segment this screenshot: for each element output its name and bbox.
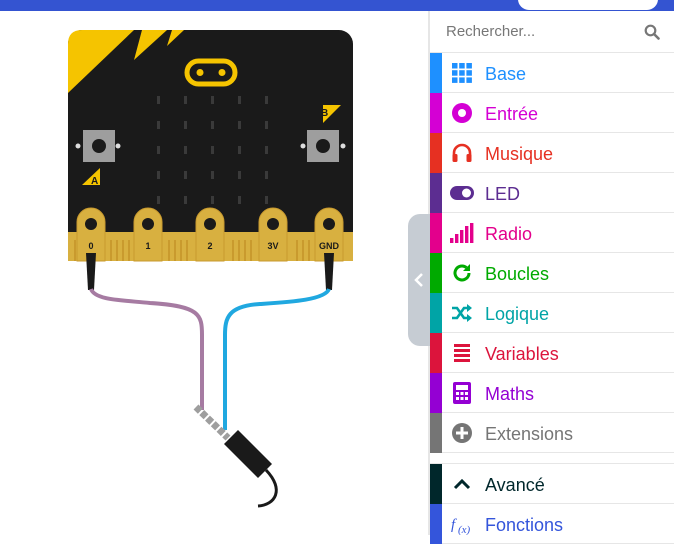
- toggle-icon: [450, 181, 474, 205]
- wire-gnd: [223, 287, 331, 430]
- category-color-bar: [430, 464, 442, 504]
- category-math[interactable]: Maths: [430, 373, 674, 413]
- headphone-jack: [193, 404, 278, 508]
- button-hole: [300, 143, 306, 149]
- category-color-bar: [430, 133, 442, 173]
- logo-eye: [218, 69, 226, 76]
- calculator-icon: [450, 381, 474, 405]
- toolbox-search: [430, 11, 674, 53]
- svg-text:f: f: [451, 517, 457, 533]
- category-label: Extensions: [485, 424, 574, 444]
- category-color-bar: [430, 253, 442, 293]
- pin-3v[interactable]: [258, 207, 288, 262]
- signal-bars-icon: [450, 221, 474, 245]
- collapse-simulator-button[interactable]: [408, 214, 430, 346]
- microbit-board: [68, 30, 353, 261]
- refresh-icon: [450, 261, 474, 285]
- top-menu-bar: [0, 0, 674, 11]
- chevron-up-icon: [450, 472, 474, 496]
- category-base[interactable]: Base: [430, 53, 674, 93]
- category-color-bar: [430, 373, 442, 413]
- category-color-bar: [430, 93, 442, 133]
- wire-pin0: [89, 287, 204, 410]
- button-b-cap[interactable]: [316, 139, 330, 153]
- category-music[interactable]: Musique: [430, 133, 674, 173]
- chevron-left-icon: [414, 273, 423, 287]
- pin-label: 3V: [267, 241, 278, 251]
- logo-eye: [196, 69, 204, 76]
- category-label: Entrée: [485, 104, 539, 124]
- category-color-bar: [430, 333, 442, 373]
- pin-2[interactable]: [195, 207, 225, 262]
- shuffle-icon: [450, 301, 474, 325]
- category-led[interactable]: LED: [430, 173, 674, 213]
- microbit-logo[interactable]: [184, 58, 238, 87]
- category-loops[interactable]: Boucles: [430, 253, 674, 293]
- category-radio[interactable]: Radio: [430, 213, 674, 253]
- category-color-bar: [430, 293, 442, 333]
- crocodile-clip: [324, 253, 334, 290]
- button-a-marker: [82, 168, 100, 185]
- function-icon: f (x): [450, 512, 474, 536]
- search-icon[interactable]: [644, 24, 660, 40]
- button-hole: [75, 143, 81, 149]
- category-color-bar: [430, 504, 442, 544]
- category-label: Variables: [485, 344, 559, 364]
- category-extensions[interactable]: Extensions: [430, 413, 674, 453]
- category-color-bar: [430, 213, 442, 253]
- category-color-bar: [430, 53, 442, 93]
- category-label: Fonctions: [485, 515, 564, 535]
- board-stripe: [134, 30, 167, 60]
- category-label: Boucles: [485, 264, 550, 284]
- menu-tab[interactable]: [518, 0, 658, 10]
- category-label: Logique: [485, 304, 550, 324]
- pin-0[interactable]: [76, 207, 106, 262]
- button-hole: [115, 143, 121, 149]
- category-input[interactable]: Entrée: [430, 93, 674, 133]
- category-label: Base: [485, 64, 527, 84]
- crocodile-clip: [86, 253, 96, 290]
- headphones-icon: [450, 141, 474, 165]
- button-a-cap[interactable]: [92, 139, 106, 153]
- category-label: Avancé: [485, 475, 545, 495]
- blocks-toolbox: Base Entrée Musique LED: [430, 11, 674, 544]
- simulator-panel: A B: [0, 11, 428, 535]
- category-label: Maths: [485, 384, 535, 404]
- list-icon: [450, 341, 474, 365]
- pin-label: 1: [145, 241, 150, 251]
- category-label: Radio: [485, 224, 533, 244]
- category-advanced[interactable]: Avancé: [430, 464, 674, 504]
- search-input[interactable]: [430, 23, 630, 40]
- button-b-marker: [323, 105, 341, 123]
- pin-label: 0: [88, 241, 93, 251]
- pin-1[interactable]: [133, 207, 163, 262]
- button-hole: [340, 143, 346, 149]
- svg-text:(x): (x): [458, 524, 471, 535]
- pin-gnd[interactable]: [314, 207, 344, 262]
- board-stripe: [167, 30, 184, 46]
- microbit-simulator: A B: [68, 30, 353, 508]
- led-matrix: [157, 96, 268, 204]
- toolbox-separator: [430, 454, 674, 464]
- grid-icon: [450, 61, 474, 85]
- category-label: Musique: [485, 144, 554, 164]
- category-functions[interactable]: f (x) Fonctions: [430, 504, 674, 544]
- circle-dot-icon: [450, 101, 474, 125]
- pin-label: GND: [319, 241, 340, 251]
- category-color-bar: [430, 173, 442, 213]
- category-label: LED: [485, 184, 521, 204]
- category-logic[interactable]: Logique: [430, 293, 674, 333]
- plus-circle-icon: [450, 421, 474, 445]
- category-variables[interactable]: Variables: [430, 333, 674, 373]
- button-a-label: A: [91, 176, 98, 187]
- button-b-label: B: [321, 108, 328, 119]
- pin-label: 2: [207, 241, 212, 251]
- board-stripe: [68, 30, 134, 93]
- category-color-bar: [430, 413, 442, 453]
